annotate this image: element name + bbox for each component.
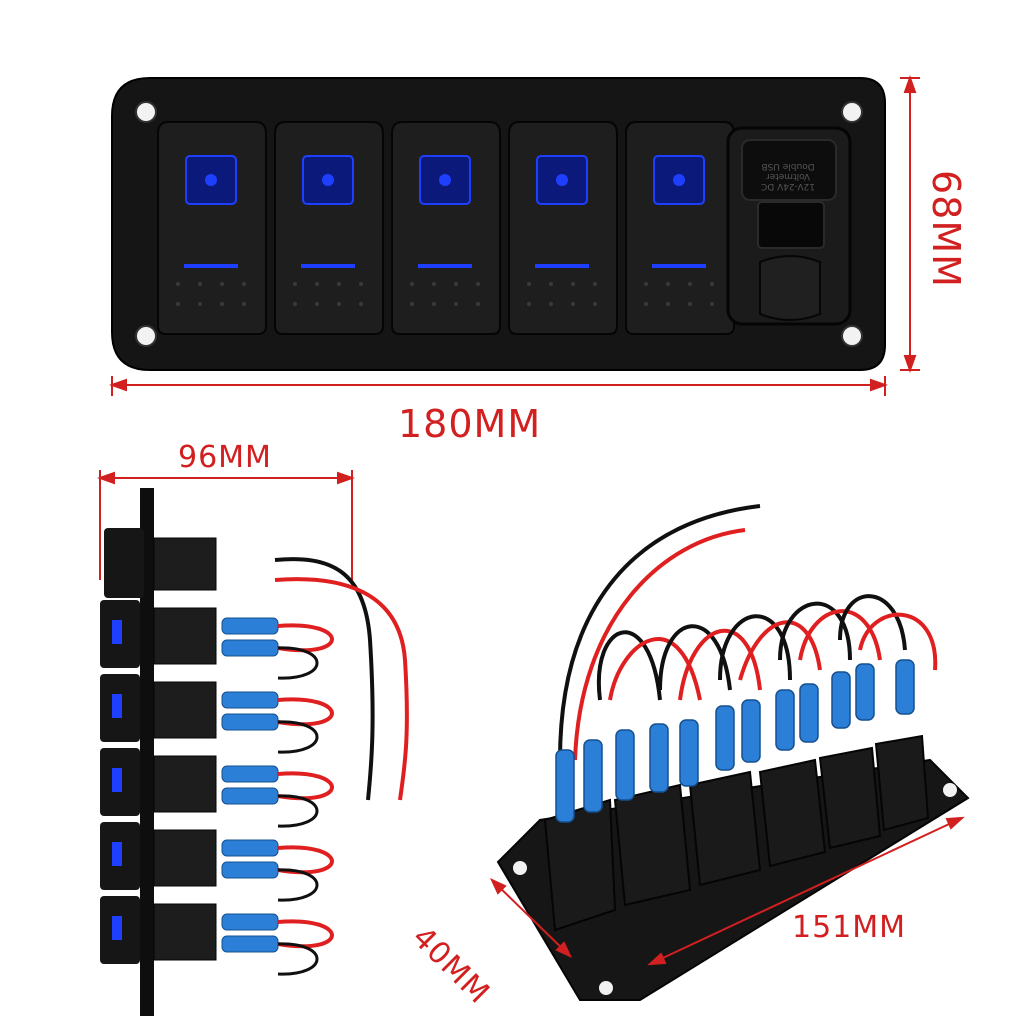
label-dot — [293, 282, 297, 286]
label-dot — [198, 282, 202, 286]
indicator-bar — [652, 264, 706, 268]
side-switch-unit — [100, 748, 334, 828]
indicator-led — [205, 174, 217, 186]
label-dot — [337, 302, 341, 306]
rocker-switch[interactable] — [391, 121, 501, 335]
side-switch-unit — [100, 674, 334, 754]
rocker-switch[interactable] — [508, 121, 618, 335]
socket-text-2: Voltmeter — [766, 171, 810, 181]
label-dot — [571, 302, 575, 306]
indicator-led — [556, 174, 568, 186]
side-switch-unit — [100, 822, 334, 902]
label-dot — [220, 302, 224, 306]
label-dot — [242, 302, 246, 306]
indicator-bar — [301, 264, 355, 268]
label-dot — [549, 282, 553, 286]
label-dot — [410, 282, 414, 286]
label-dot — [176, 302, 180, 306]
rocker-switch[interactable] — [274, 121, 384, 335]
indicator-bar — [184, 264, 238, 268]
side-switch-unit — [100, 600, 334, 680]
label-dot — [666, 302, 670, 306]
label-dot — [315, 302, 319, 306]
label-dot — [454, 282, 458, 286]
side-switch-unit — [100, 896, 334, 976]
label-dot — [644, 302, 648, 306]
label-dot — [337, 282, 341, 286]
indicator-bar — [535, 264, 589, 268]
label-dot — [410, 302, 414, 306]
label-dot — [176, 282, 180, 286]
label-dot — [710, 302, 714, 306]
rocker-switch[interactable] — [157, 121, 267, 335]
angled-length-label: 151MM — [792, 910, 907, 945]
label-dot — [476, 302, 480, 306]
side-depth-label: 96MM — [178, 440, 272, 475]
label-dot — [476, 282, 480, 286]
indicator-led — [322, 174, 334, 186]
label-dot — [688, 302, 692, 306]
label-dot — [571, 282, 575, 286]
label-dot — [293, 302, 297, 306]
label-dot — [710, 282, 714, 286]
indicator-led — [673, 174, 685, 186]
label-dot — [359, 302, 363, 306]
label-dot — [242, 282, 246, 286]
label-dot — [198, 302, 202, 306]
width-dimension-label: 180MM — [398, 402, 542, 446]
label-dot — [432, 282, 436, 286]
label-dot — [359, 282, 363, 286]
rocker-switch[interactable] — [625, 121, 735, 335]
label-dot — [593, 282, 597, 286]
label-dot — [666, 282, 670, 286]
label-dot — [454, 302, 458, 306]
label-dot — [644, 282, 648, 286]
label-dot — [688, 282, 692, 286]
label-dot — [593, 302, 597, 306]
label-dot — [432, 302, 436, 306]
indicator-led — [439, 174, 451, 186]
label-dot — [220, 282, 224, 286]
label-dot — [549, 302, 553, 306]
socket-text-1: Double USB — [761, 161, 814, 171]
label-dot — [527, 282, 531, 286]
label-dot — [315, 282, 319, 286]
socket-text-3: 12V-24V DC — [761, 181, 815, 191]
indicator-bar — [418, 264, 472, 268]
label-dot — [527, 302, 531, 306]
